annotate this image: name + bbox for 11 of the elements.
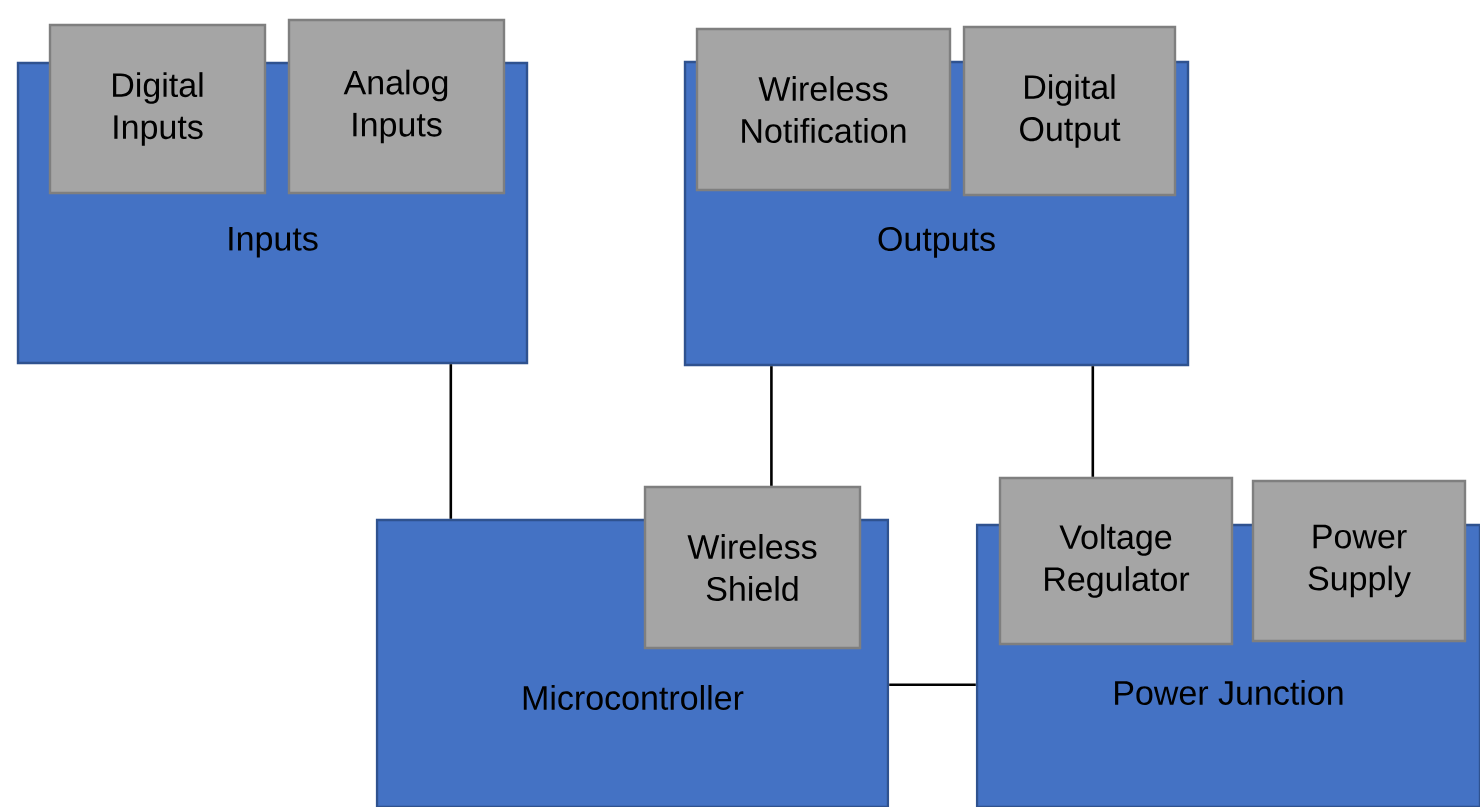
module-box: Power Supply [1251,479,1467,643]
connector-line [449,364,453,519]
connector-line [1091,366,1095,477]
module-box: Analog Inputs [287,18,506,195]
module-box: Digital Output [962,25,1177,197]
module-box: Digital Inputs [48,23,267,195]
module-box: Voltage Regulator [998,476,1234,646]
module-box: Wireless Shield [643,485,862,650]
connector-line [889,683,976,687]
module-box: Wireless Notification [695,27,952,192]
connector-line [770,366,773,486]
